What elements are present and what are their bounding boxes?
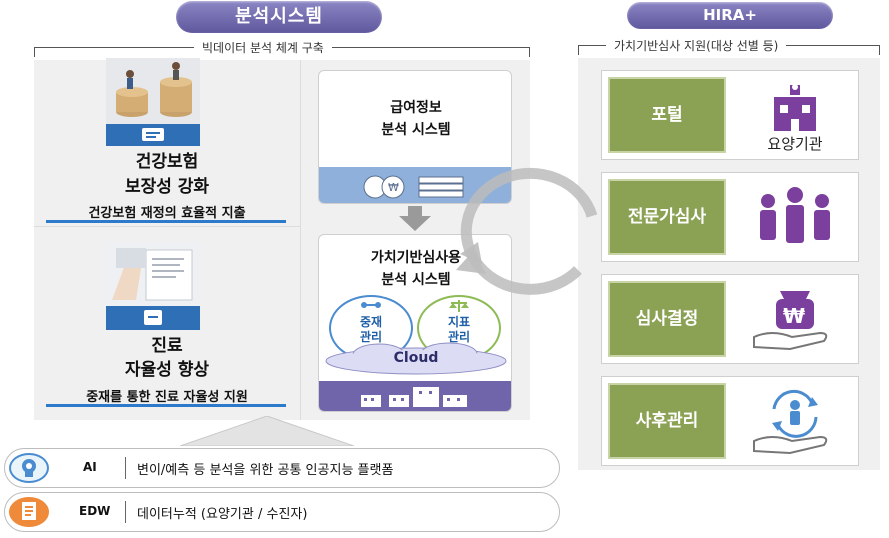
panel-divider-vertical — [300, 60, 301, 420]
review-decision-card: 심사결정 ₩ — [601, 274, 859, 364]
follow-up-label: 사후관리 — [608, 383, 726, 459]
ai-separator — [125, 457, 126, 479]
people-icon — [760, 187, 830, 243]
coins-illustration-icon — [106, 58, 200, 146]
cloud-icon — [325, 342, 507, 375]
autonomy-title-line1: 진료 — [151, 336, 183, 356]
right-bracket-label: 가치기반심사 지원(대상 선별 등) — [606, 37, 787, 54]
portal-caption: 요양기관 — [767, 135, 823, 153]
hira-plus-title: HIRA+ — [627, 2, 833, 29]
value-system-line1: 가치기반심사용 — [370, 250, 462, 266]
ai-description: 변이/예측 등 분석을 위한 공통 인공지능 플랫폼 — [137, 463, 394, 478]
coins-and-bills-icon: ₩ — [363, 175, 464, 199]
autonomy-underline — [46, 404, 286, 407]
edw-tag: EDW — [79, 504, 111, 518]
insurance-subtitle: 건강보험 재정의 효율적 지출 — [88, 206, 246, 221]
expert-review-label: 전문가심사 — [608, 179, 726, 255]
benefit-system-card: 급여정보 분석 시스템 ₩ — [318, 70, 512, 204]
autonomy-subtitle: 중재를 통한 진료 자율성 지원 — [86, 390, 248, 405]
portal-card: 포털 요양기관 — [601, 70, 859, 160]
cycle-arrow-icon — [456, 167, 598, 295]
cloud-label: Cloud — [393, 350, 439, 366]
indicator-label-line2: 관리 — [447, 330, 471, 344]
up-arrow-icon — [180, 416, 354, 446]
network-icon — [361, 302, 381, 308]
benefit-system-line1: 급여정보 — [390, 100, 442, 116]
hand-won-bag-icon: ₩ — [753, 291, 828, 351]
expert-review-card: 전문가심사 — [601, 172, 859, 262]
lightbulb-head-icon — [22, 459, 36, 477]
autonomy-title-line2: 자율성 향상 — [124, 360, 210, 380]
indicator-label-line1: 지표 — [447, 315, 471, 329]
building-icon — [774, 84, 816, 131]
ai-tag: AI — [83, 460, 97, 474]
ai-bar: AI 변이/예측 등 분석을 위한 공통 인공지능 플랫폼 — [4, 448, 560, 488]
edw-separator — [125, 501, 126, 523]
scale-icon — [449, 300, 469, 312]
insurance-title-line2: 보장성 강화 — [124, 177, 210, 197]
portal-label: 포털 — [608, 77, 726, 153]
buildings-icon — [361, 387, 467, 407]
insurance-title-line1: 건강보험 — [135, 152, 199, 172]
panel-divider-horizontal — [34, 226, 300, 227]
value-system-card: 가치기반심사용 분석 시스템 중재 관리 지표 관리 Cloud — [318, 234, 512, 412]
clinician-document-icon — [106, 242, 200, 330]
document-icon — [22, 502, 36, 520]
analysis-system-title: 분석시스템 — [176, 1, 382, 33]
svg-text:₩: ₩ — [388, 181, 399, 194]
left-bracket-label: 빅데이터 분석 체계 구축 — [194, 39, 332, 56]
down-arrow-icon — [399, 206, 431, 231]
review-decision-label: 심사결정 — [608, 281, 726, 357]
benefit-system-line2: 분석 시스템 — [381, 122, 451, 138]
edw-description: 데이터누적 (요양기관 / 수진자) — [137, 507, 308, 522]
intervention-label-line1: 중재 — [359, 315, 383, 329]
follow-up-card: 사후관리 — [601, 376, 859, 466]
hand-person-cycle-icon — [753, 389, 828, 455]
intervention-label-line2: 관리 — [359, 330, 383, 344]
insurance-underline — [46, 220, 286, 223]
svg-text:₩: ₩ — [783, 304, 805, 328]
edw-bar: EDW 데이터누적 (요양기관 / 수진자) — [4, 492, 560, 532]
value-system-line2: 분석 시스템 — [381, 272, 451, 288]
